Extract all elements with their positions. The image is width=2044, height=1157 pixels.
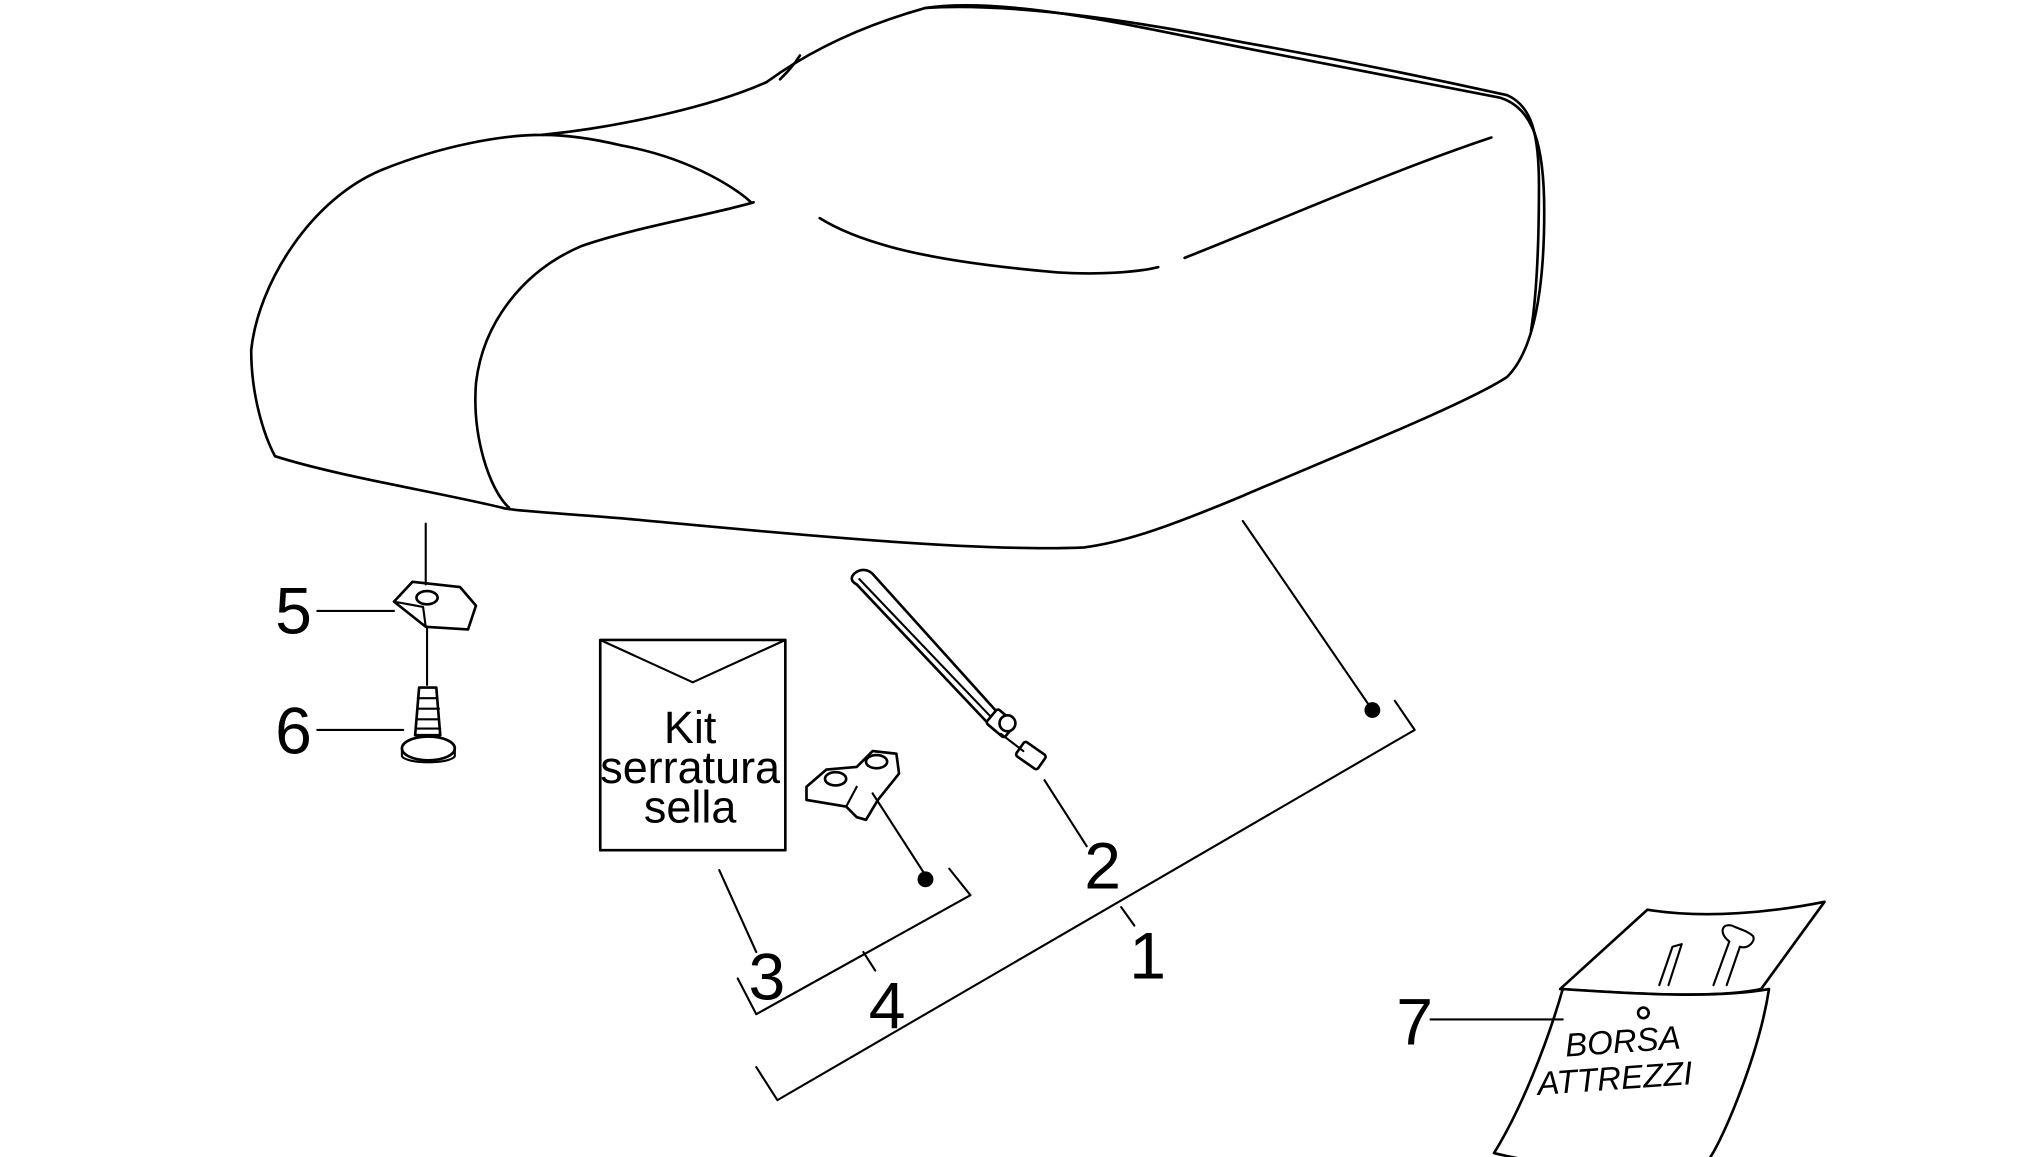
kit-label-line3: sella [644, 781, 736, 832]
bracket-dots [917, 702, 1381, 888]
kit-label-line1: Kit [664, 702, 717, 753]
seat [249, 3, 1546, 550]
tool-bag: BORSA ATTREZZI [1492, 900, 1826, 1157]
callout-numbers: 1 2 3 4 5 6 7 [275, 574, 1433, 1059]
clip-nut [392, 580, 478, 631]
lock-bracket [805, 749, 901, 822]
cable-tie [850, 568, 1047, 771]
callout-2: 2 [1084, 830, 1121, 904]
callout-7: 7 [1396, 986, 1433, 1060]
leader-lines [316, 519, 1564, 1102]
callout-6: 6 [275, 695, 312, 769]
screw [400, 686, 457, 764]
callout-1: 1 [1129, 919, 1166, 993]
kit-label-line2: serratura [600, 742, 780, 793]
callout-3: 3 [748, 941, 785, 1015]
callout-4: 4 [869, 970, 906, 1044]
callout-5: 5 [275, 574, 312, 648]
seat-assembly-dot [1364, 702, 1381, 719]
tool-bag-label-line1: BORSA [1564, 1020, 1682, 1065]
lock-kit-dot [917, 871, 934, 888]
kit-envelope: Kit serratura sella [598, 638, 787, 852]
